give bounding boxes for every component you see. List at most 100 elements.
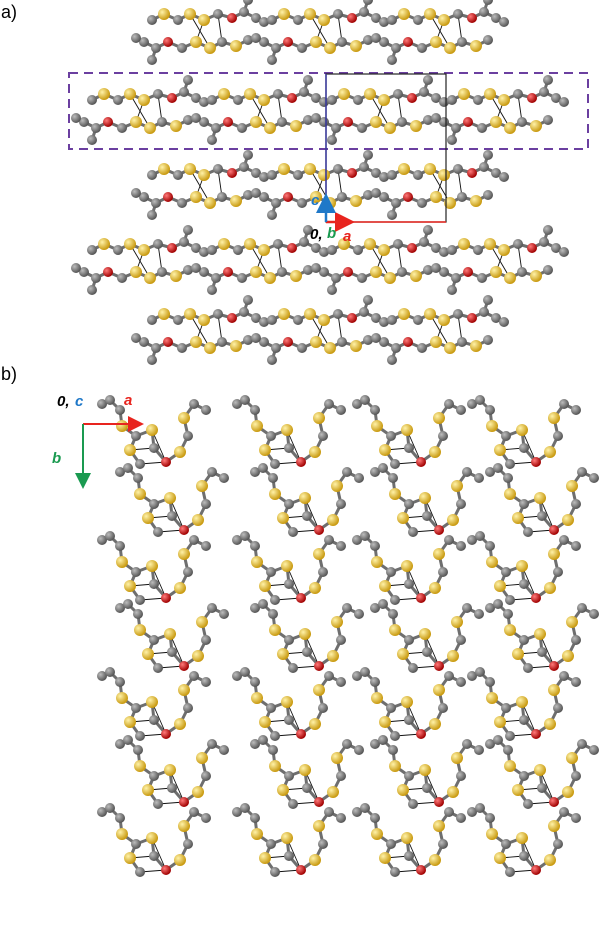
- carbon-atom: [167, 783, 177, 793]
- carbon-atom: [327, 135, 337, 145]
- carbon-atom: [379, 37, 389, 47]
- carbon-atom: [233, 245, 243, 255]
- carbon-atom: [451, 123, 461, 133]
- carbon-atom: [270, 867, 280, 877]
- carbon-atom: [131, 33, 141, 43]
- carbon-atom: [491, 168, 501, 178]
- carbon-atom: [485, 739, 495, 749]
- carbon-atom: [167, 511, 177, 521]
- carbon-atom: [523, 527, 533, 537]
- carbon-atom: [237, 273, 247, 283]
- carbon-atom: [147, 355, 157, 365]
- panel-b-label: b): [1, 364, 18, 384]
- carbon-atom: [456, 499, 466, 509]
- sulfur-atom: [498, 244, 510, 256]
- oxygen-atom: [403, 192, 413, 202]
- sulfur-atom: [350, 195, 362, 207]
- carbon-atom: [413, 15, 423, 25]
- sulfur-atom: [146, 560, 158, 572]
- carbon-atom: [393, 89, 403, 99]
- carbon-atom: [147, 210, 157, 220]
- sulfur-atom: [379, 716, 391, 728]
- sulfur-atom: [310, 336, 322, 348]
- carbon-atom: [397, 117, 407, 127]
- molecule-dimer: [251, 150, 389, 220]
- oxygen-atom: [403, 337, 413, 347]
- carbon-atom: [288, 527, 298, 537]
- oxygen-atom: [463, 117, 473, 127]
- sulfur-atom: [299, 628, 311, 640]
- carbon-atom: [311, 263, 321, 273]
- oxygen-atom: [296, 865, 306, 875]
- sulfur-atom: [504, 488, 516, 500]
- sulfur-atom: [516, 696, 528, 708]
- carbon-atom: [135, 595, 145, 605]
- sulfur-atom: [566, 480, 578, 492]
- carbon-atom: [133, 609, 143, 619]
- sulfur-atom: [146, 424, 158, 436]
- carbon-atom: [423, 75, 433, 85]
- oxygen-atom: [287, 93, 297, 103]
- carbon-atom: [559, 671, 569, 681]
- carbon-atom: [131, 188, 141, 198]
- sulfur-atom: [198, 169, 210, 181]
- carbon-atom: [354, 609, 364, 619]
- sulfur-atom: [309, 446, 321, 458]
- molecule-chain-unit: [250, 599, 364, 673]
- carbon-atom: [333, 309, 343, 319]
- carbon-atom: [397, 267, 407, 277]
- sulfur-atom: [401, 832, 413, 844]
- carbon-atom: [133, 473, 143, 483]
- carbon-atom: [513, 239, 523, 249]
- carbon-atom: [213, 9, 223, 19]
- carbon-atom: [519, 851, 529, 861]
- sulfur-atom: [438, 169, 450, 181]
- sulfur-atom: [313, 548, 325, 560]
- carbon-atom: [270, 459, 280, 469]
- carbon-atom: [258, 735, 268, 745]
- molecule-chain-unit: [232, 395, 346, 469]
- molecule-dimer: [371, 295, 509, 365]
- carbon-atom: [183, 265, 193, 275]
- carbon-atom: [404, 771, 414, 781]
- sulfur-atom: [419, 628, 431, 640]
- sulfur-atom: [444, 42, 456, 54]
- molecule-dimer: [251, 295, 389, 365]
- carbon-atom: [91, 123, 101, 133]
- carbon-atom: [363, 0, 373, 5]
- molecule-chain-unit: [485, 599, 599, 673]
- carbon-atom: [299, 87, 309, 97]
- carbon-atom: [199, 247, 209, 257]
- carbon-atom: [324, 671, 334, 681]
- sulfur-atom: [433, 412, 445, 424]
- carbon-atom: [293, 170, 303, 180]
- sulfur-atom: [116, 692, 128, 704]
- carbon-atom: [219, 473, 229, 483]
- carbon-atom: [267, 15, 277, 25]
- sulfur-atom: [251, 692, 263, 704]
- molecule-dimer: [371, 150, 509, 220]
- carbon-atom: [337, 192, 347, 202]
- sulfur-atom: [548, 548, 560, 560]
- sulfur-atom: [512, 512, 524, 524]
- carbon-atom: [147, 170, 157, 180]
- sulfur-atom: [447, 650, 459, 662]
- carbon-atom: [467, 399, 477, 409]
- sulfur-atom: [424, 308, 436, 320]
- sulfur-atom: [410, 270, 422, 282]
- molecule-chain-unit: [370, 463, 484, 537]
- carbon-atom: [250, 677, 260, 687]
- sulfur-atom: [134, 488, 146, 500]
- carbon-atom: [353, 95, 363, 105]
- carbon-atom: [135, 731, 145, 741]
- carbon-atom: [408, 663, 418, 673]
- carbon-atom: [370, 739, 380, 749]
- carbon-atom: [303, 115, 313, 125]
- carbon-atom: [191, 243, 201, 253]
- sulfur-atom: [512, 784, 524, 796]
- sulfur-atom: [299, 764, 311, 776]
- oxygen-atom: [163, 192, 173, 202]
- axis-b-label: b: [327, 225, 337, 242]
- carbon-atom: [438, 839, 448, 849]
- sulfur-atom: [269, 624, 281, 636]
